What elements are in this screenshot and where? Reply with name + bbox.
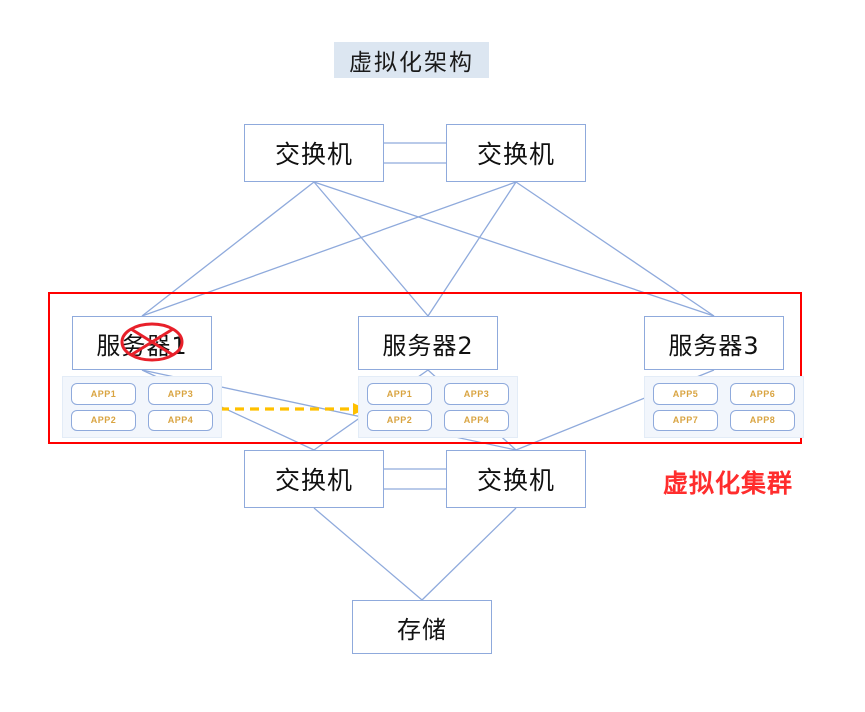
app-panel-server-1: APP1 APP3 APP2 APP4 bbox=[62, 376, 222, 438]
switch-bottom-left[interactable]: 交换机 bbox=[244, 450, 384, 508]
app-box[interactable]: APP1 bbox=[71, 383, 136, 405]
app-box[interactable]: APP2 bbox=[367, 409, 432, 431]
wire-bsw-r-storage bbox=[421, 507, 517, 601]
app-box[interactable]: APP4 bbox=[148, 409, 213, 431]
virtualization-cluster-label: 虚拟化集群 bbox=[663, 469, 794, 498]
app-box[interactable]: APP3 bbox=[148, 383, 213, 405]
app-box[interactable]: APP1 bbox=[367, 383, 432, 405]
app-panel-server-3: APP5 APP6 APP7 APP8 bbox=[644, 376, 804, 438]
server-2[interactable]: 服务器2 bbox=[358, 316, 498, 370]
app-box[interactable]: APP4 bbox=[444, 409, 509, 431]
app-box[interactable]: APP5 bbox=[653, 383, 718, 405]
app-box[interactable]: APP3 bbox=[444, 383, 509, 405]
switch-top-right[interactable]: 交换机 bbox=[446, 124, 586, 182]
app-box[interactable]: APP2 bbox=[71, 409, 136, 431]
app-panel-server-2: APP1 APP3 APP2 APP4 bbox=[358, 376, 518, 438]
wire-bsw-l-storage bbox=[313, 507, 423, 601]
page-title: 虚拟化架构 bbox=[334, 42, 489, 78]
server-3[interactable]: 服务器3 bbox=[644, 316, 784, 370]
app-box[interactable]: APP7 bbox=[653, 409, 718, 431]
server-1[interactable]: 服务器1 bbox=[72, 316, 212, 370]
switch-top-left[interactable]: 交换机 bbox=[244, 124, 384, 182]
app-box[interactable]: APP6 bbox=[730, 383, 795, 405]
storage-node[interactable]: 存储 bbox=[352, 600, 492, 654]
switch-bottom-right[interactable]: 交换机 bbox=[446, 450, 586, 508]
app-box[interactable]: APP8 bbox=[730, 409, 795, 431]
